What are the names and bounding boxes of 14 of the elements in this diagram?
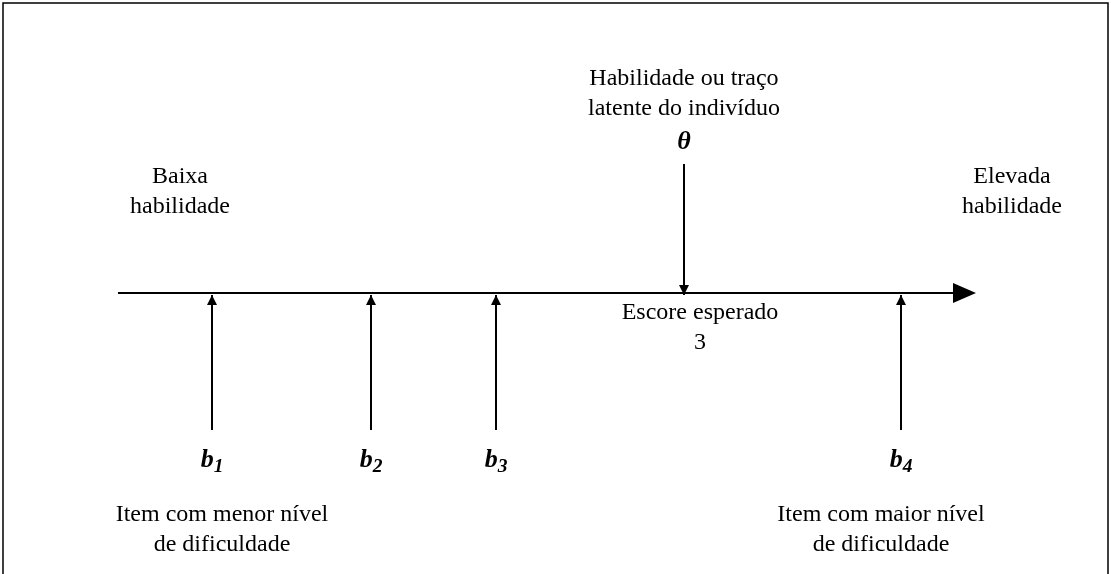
arrow bbox=[679, 163, 689, 296]
arrow bbox=[896, 294, 906, 431]
score-label: Escore esperado 3 bbox=[615, 296, 785, 356]
caption-text: Item com menor nível de dificuldade bbox=[114, 499, 330, 558]
caption-text: Item com maior nível de dificuldade bbox=[776, 499, 986, 558]
node-heading: Habilidade ou traço latente do indivíduo bbox=[587, 63, 781, 122]
symbol-label: b$_{4}$ bbox=[889, 444, 913, 474]
arrow bbox=[366, 294, 376, 431]
symbol-label: θ bbox=[677, 126, 691, 156]
arrow bbox=[491, 294, 501, 431]
symbol-label: b$_{1}$ bbox=[200, 444, 224, 474]
arrow bbox=[207, 294, 217, 431]
symbol-label: b$_{2}$ bbox=[359, 444, 383, 474]
symbol-label: b$_{3}$ bbox=[484, 444, 508, 474]
